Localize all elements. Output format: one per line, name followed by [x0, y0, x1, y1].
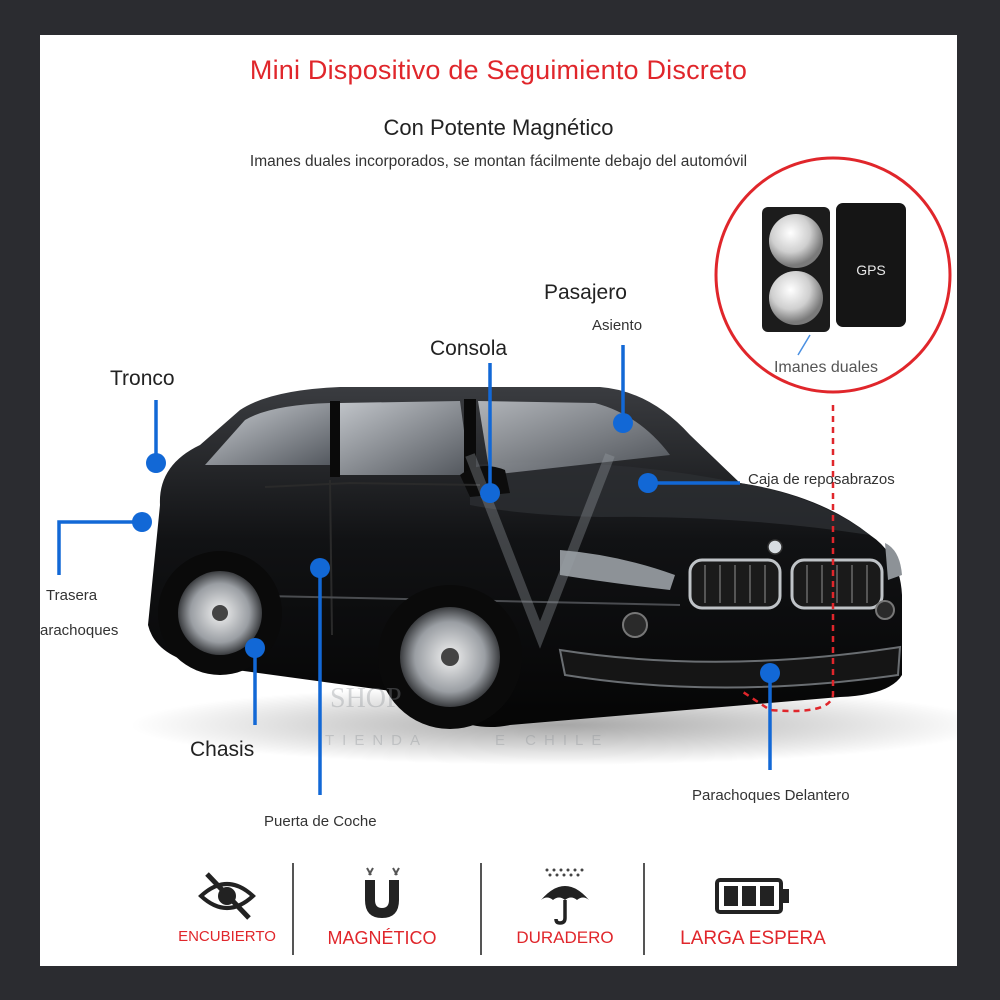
battery-icon — [715, 878, 789, 914]
device-connector — [739, 405, 835, 713]
magnet-icon — [365, 867, 400, 918]
front-wheel — [378, 585, 522, 729]
rear-wheel — [158, 551, 282, 675]
feature-divider — [480, 863, 482, 955]
feature-covert-label: ENCUBIERTO — [178, 928, 276, 945]
callout-rear-bumper-line1: Trasera — [46, 587, 98, 604]
car-shadow — [130, 685, 957, 765]
watermark: SHOP TIENDA E CHILE — [325, 453, 615, 749]
callout-armrest-box: Caja de reposabrazos — [748, 471, 895, 488]
feature-durable: DURADERO — [490, 858, 640, 958]
car-body — [148, 387, 902, 727]
feature-divider — [643, 863, 645, 955]
watermark-line3: E CHILE — [495, 732, 609, 749]
feature-bar: ENCUBIERTO MAGNÉTICO — [40, 858, 957, 958]
eye-slash-icon — [198, 872, 256, 920]
watermark-line2: TIENDA — [325, 732, 428, 749]
callout-front-bumper: Parachoques Delantero — [692, 787, 850, 804]
feature-divider — [292, 863, 294, 955]
callout-trunk: Tronco — [110, 367, 175, 390]
callout-lines — [57, 345, 772, 795]
feature-covert: ENCUBIERTO — [152, 858, 302, 958]
car-illustration: SHOP TIENDA E CHILE — [57, 156, 957, 795]
page-description: Imanes duales incorporados, se montan fá… — [249, 153, 748, 170]
gps-device-label: GPS — [856, 262, 886, 278]
callout-car-door: Puerta de Coche — [264, 813, 377, 830]
dual-magnets-label: Imanes duales — [774, 359, 878, 376]
feature-magnetic-label: MAGNÉTICO — [327, 928, 437, 948]
feature-long-standby: LARGA ESPERA — [653, 858, 853, 958]
callout-rear-bumper-line2: arachoques — [40, 622, 119, 639]
product-infographic: Mini Dispositivo de Seguimiento Discreto… — [40, 35, 957, 966]
umbrella-icon — [541, 868, 589, 925]
callout-seat: Asiento — [592, 317, 643, 334]
callout-chassis: Chasis — [190, 738, 255, 761]
callout-dots — [132, 413, 780, 683]
feature-magnetic: MAGNÉTICO — [302, 858, 462, 958]
page-subtitle: Con Potente Magnético — [383, 115, 614, 140]
callout-passenger: Pasajero — [544, 281, 627, 304]
page-title: Mini Dispositivo de Seguimiento Discreto — [249, 55, 748, 85]
callout-console: Consola — [430, 337, 508, 360]
feature-durable-label: DURADERO — [516, 928, 614, 947]
watermark-line1: SHOP — [330, 683, 402, 714]
feature-long-standby-label: LARGA ESPERA — [680, 928, 826, 949]
device-detail: GPS Imanes duales — [714, 156, 952, 394]
